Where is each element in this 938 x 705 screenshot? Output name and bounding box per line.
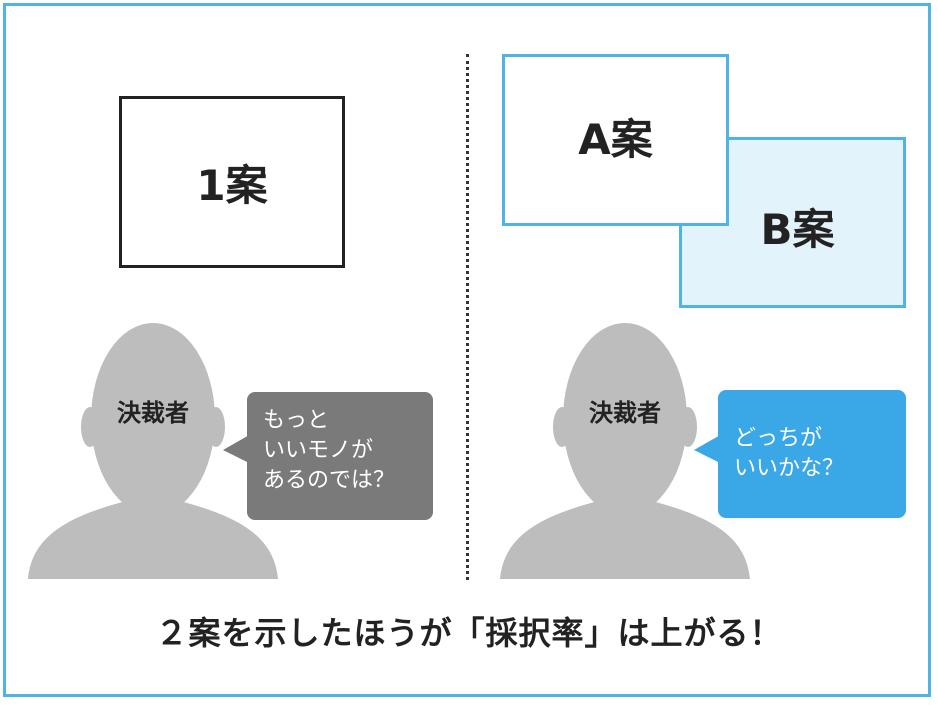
bubble-right-line: どっちが <box>734 426 823 451</box>
bubble-left-line: あるのでは？ <box>263 468 396 493</box>
decision-maker-right-label: 決裁者 <box>589 399 661 427</box>
panel-divider <box>466 54 469 580</box>
bubble-right-line: いいかな？ <box>734 456 845 481</box>
speech-bubble-right: どっちが いいかな？ <box>718 390 906 518</box>
proposal-box-a: A案 <box>502 54 729 226</box>
bubble-left-tail <box>223 434 251 464</box>
decision-maker-left-label: 決裁者 <box>117 399 189 427</box>
proposal-box-1: 1案 <box>119 96 345 268</box>
bubble-left-line: いいモノが <box>263 438 374 463</box>
proposal-a-label: A案 <box>578 114 653 164</box>
decision-maker-left-silhouette-icon <box>28 323 278 579</box>
decision-maker-right-silhouette-icon <box>500 323 750 579</box>
bubble-right-tail <box>694 434 722 464</box>
bubble-left-line: もっと <box>263 408 330 433</box>
proposal-1-label: 1案 <box>196 160 268 210</box>
proposal-b-label: B案 <box>760 205 835 254</box>
diagram-caption: ２案を示したほうが「採択率」は上がる！ <box>155 614 783 652</box>
speech-bubble-left: もっと いいモノが あるのでは？ <box>247 392 433 520</box>
